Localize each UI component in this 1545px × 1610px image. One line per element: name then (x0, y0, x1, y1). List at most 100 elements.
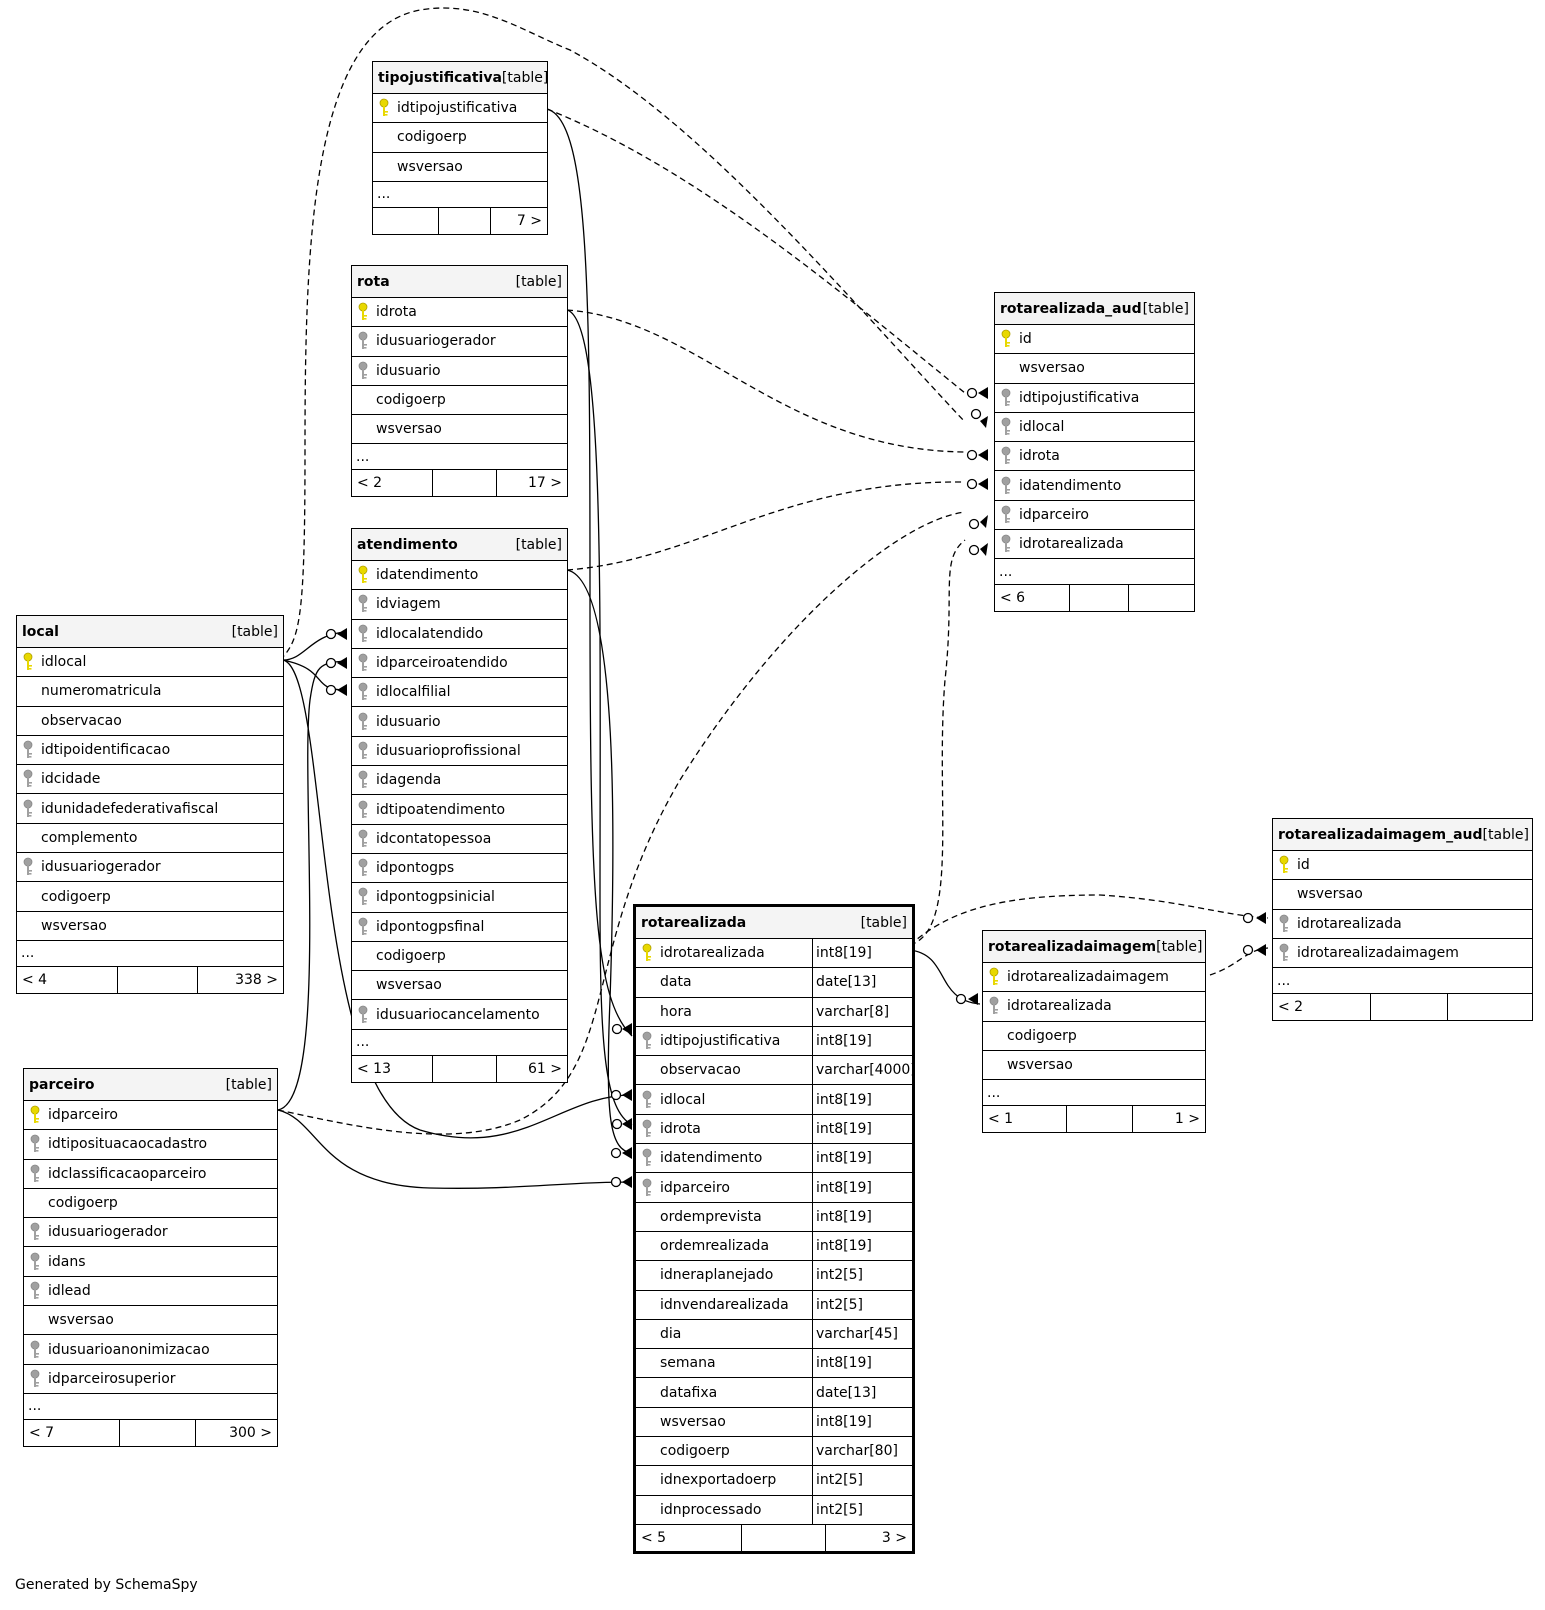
column-row[interactable]: idtipojustificativa (995, 384, 1194, 413)
column-row[interactable]: idtipoidentificacao (17, 736, 283, 766)
column-row[interactable]: idrotarealizadaimagem (983, 963, 1205, 993)
column-row[interactable]: idtipojustificativa (373, 94, 547, 124)
parent-count[interactable]: < 7 (24, 1419, 120, 1446)
column-row[interactable]: idparceiro (24, 1101, 277, 1131)
column-row[interactable]: idatendimento (352, 561, 567, 591)
parent-count[interactable]: < 5 (636, 1524, 742, 1551)
column-row[interactable]: idusuarioprofissional (352, 737, 567, 767)
column-row[interactable]: idviagem (352, 590, 567, 620)
column-row[interactable]: idlocal (995, 413, 1194, 443)
child-count[interactable] (1129, 585, 1194, 611)
column-row[interactable]: wsversao (352, 971, 567, 1001)
column-row[interactable]: codigoerp (24, 1189, 277, 1219)
column-row[interactable]: id (995, 325, 1194, 355)
column-row[interactable]: complemento (17, 824, 283, 854)
child-count[interactable] (1448, 994, 1532, 1020)
table-rotarealizadaimagem[interactable]: rotarealizadaimagem[table]idrotarealizad… (982, 930, 1206, 1134)
table-header[interactable]: local[table] (17, 616, 283, 648)
column-row[interactable]: idrotarealizadaimagem (1273, 939, 1532, 969)
parent-count[interactable]: < 2 (352, 470, 433, 497)
parent-count[interactable] (373, 207, 439, 234)
column-row[interactable]: numeromatricula (17, 677, 283, 707)
column-row[interactable]: idusuariogerador (17, 853, 283, 883)
parent-count[interactable]: < 2 (1273, 994, 1371, 1021)
column-row[interactable]: idparceirosuperior (24, 1365, 277, 1394)
column-row[interactable]: codigoerp (352, 386, 567, 416)
table-header[interactable]: rota[table] (352, 266, 567, 298)
child-count[interactable]: 7 > (516, 212, 542, 229)
column-row[interactable]: idagenda (352, 766, 567, 796)
column-row[interactable]: wsversao (1273, 880, 1532, 910)
column-row[interactable]: codigoerp (373, 123, 547, 153)
table-header[interactable]: rotarealizadaimagem_aud[table] (1273, 819, 1532, 851)
column-row[interactable]: idrota (352, 298, 567, 328)
column-row[interactable]: idlocalfilial (352, 678, 567, 708)
column-row[interactable]: observacao (17, 707, 283, 736)
column-row[interactable]: idclassificacaoparceiro (24, 1160, 277, 1189)
column-row[interactable]: idrotarealizada (1273, 910, 1532, 939)
column-row[interactable]: idparceiro (995, 501, 1194, 531)
column-row[interactable]: idtipoatendimento (352, 795, 567, 825)
column-row[interactable]: idrotarealizada (983, 992, 1205, 1022)
child-count[interactable]: 300 > (229, 1424, 272, 1441)
table-tipojustificativa[interactable]: tipojustificativa[table]idtipojustificat… (372, 61, 548, 235)
column-row[interactable]: idusuariocancelamento (352, 1000, 567, 1030)
column-row[interactable]: codigoerp (17, 882, 283, 912)
parent-count[interactable]: < 6 (995, 585, 1070, 612)
column-row[interactable]: wsversao (352, 415, 567, 445)
column-row[interactable]: wsversao (983, 1051, 1205, 1081)
table-header[interactable]: tipojustificativa[table] (373, 62, 548, 94)
column-row[interactable]: idpontogpsfinal (352, 913, 567, 942)
table-header[interactable]: atendimento[table] (352, 529, 567, 561)
child-count[interactable]: 17 > (528, 475, 562, 492)
column-row[interactable]: idans (24, 1247, 277, 1277)
column-row[interactable]: codigoerp (352, 942, 567, 972)
column-row[interactable]: idunidadefederativafiscal (17, 794, 283, 824)
child-count[interactable]: 3 > (881, 1529, 907, 1546)
child-count[interactable]: 1 > (1174, 1111, 1200, 1128)
column-row[interactable]: idrota (995, 442, 1194, 472)
table-header[interactable]: rotarealizada_aud[table] (995, 293, 1194, 325)
child-count[interactable]: 338 > (235, 971, 278, 988)
column-row[interactable]: idlead (24, 1277, 277, 1307)
column-row[interactable]: wsversao (24, 1306, 277, 1336)
column-row[interactable]: idpontogps (352, 854, 567, 884)
parent-count[interactable]: < 1 (983, 1106, 1067, 1133)
column-row[interactable]: idusuariogerador (352, 327, 567, 357)
column-row[interactable]: idcontatopessoa (352, 825, 567, 854)
column-row[interactable]: idcidade (17, 765, 283, 795)
column-row[interactable]: idatendimento (995, 471, 1194, 501)
column-row[interactable]: wsversao (17, 912, 283, 941)
column-row[interactable]: idpontogpsinicial (352, 883, 567, 913)
parent-count[interactable]: < 4 (17, 966, 118, 993)
child-count[interactable]: 61 > (528, 1060, 562, 1077)
column-row[interactable]: idusuariogerador (24, 1218, 277, 1248)
column-row[interactable]: idtiposituacaocadastro (24, 1130, 277, 1160)
column-row[interactable]: idlocal (17, 648, 283, 678)
column-row[interactable]: codigoerp (983, 1022, 1205, 1051)
column-row[interactable]: idlocalatendido (352, 620, 567, 649)
